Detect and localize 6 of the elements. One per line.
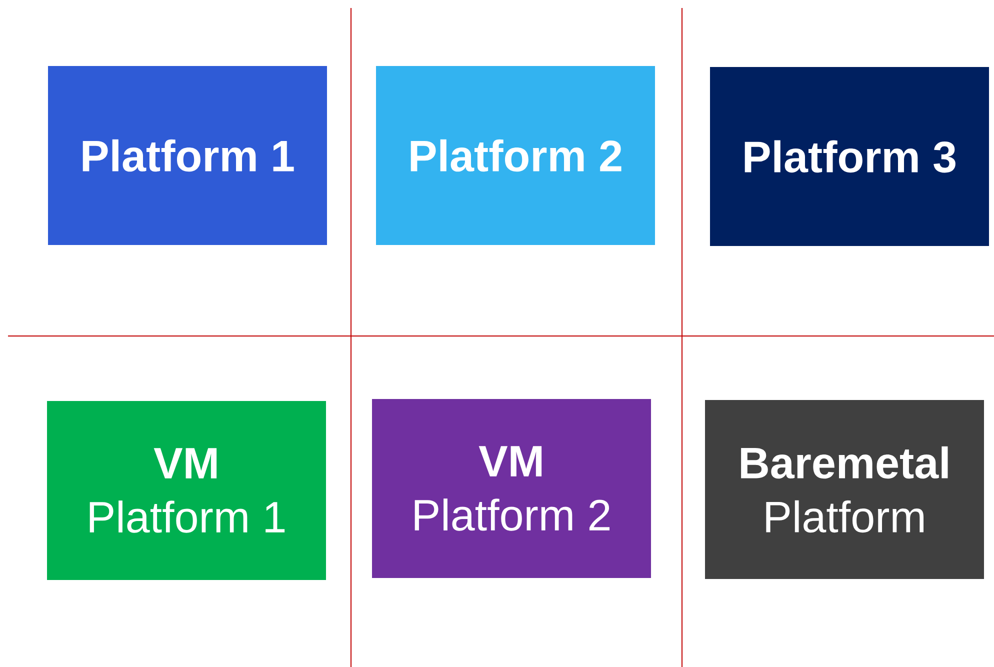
platform-box: Platform 3 [710, 67, 989, 246]
platform-box: Baremetal Platform [705, 400, 984, 579]
platform-box: VM Platform 1 [47, 401, 326, 580]
platform-box: Platform 2 [376, 66, 655, 245]
platform-box: Platform 1 [48, 66, 327, 245]
platform-box: VM Platform 2 [372, 399, 651, 578]
